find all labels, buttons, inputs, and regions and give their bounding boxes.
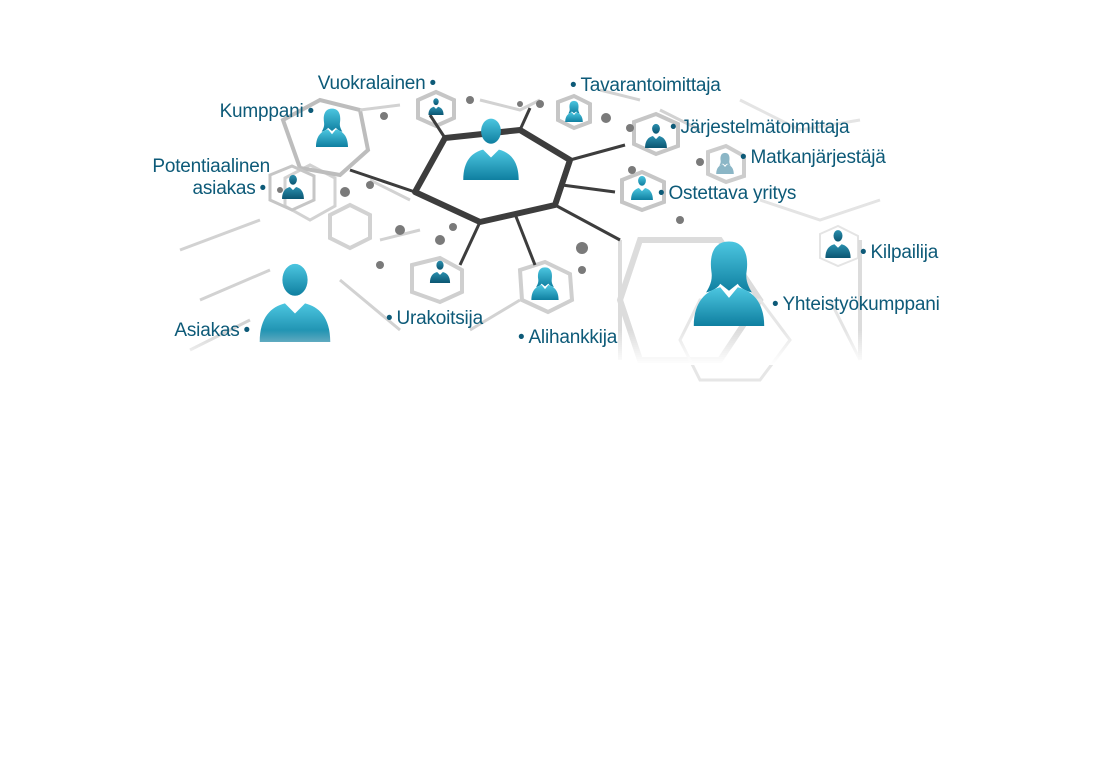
central-hub — [349, 107, 626, 266]
label-text: Ostettava yritys — [668, 183, 797, 204]
alihankkija-woman-icon — [531, 267, 559, 300]
vuokralainen-man-icon — [428, 98, 444, 115]
network-dots — [277, 96, 704, 274]
kumppani-woman-icon — [316, 108, 348, 147]
label-potentiaalinen-asiakas: Potentiaalinen asiakas — [120, 156, 270, 200]
bullet-icon — [772, 294, 778, 316]
label-text: Kumppani — [219, 101, 304, 122]
bullet-icon — [570, 75, 576, 97]
label-vuokralainen: Vuokralainen — [280, 73, 440, 95]
bullet-icon — [658, 183, 664, 205]
bullet-icon — [518, 327, 524, 349]
jarjestelmatoimittaja-man-icon — [645, 123, 667, 148]
label-text: Yhteistyökumppani — [782, 294, 940, 315]
bullet-icon — [244, 320, 250, 342]
bullet-icon — [260, 178, 266, 200]
label-urakoitsija: Urakoitsija — [382, 308, 483, 330]
matkanjarjestaja-woman-icon — [716, 152, 734, 174]
label-text: Urakoitsija — [396, 308, 483, 329]
label-jarjestelmatoimittaja: Järjestelmätoimittaja — [666, 117, 849, 139]
label-ostettava-yritys: Ostettava yritys — [654, 183, 796, 205]
label-text: Tavarantoimittaja — [580, 75, 721, 96]
label-text: Vuokralainen — [317, 73, 426, 94]
label-alihankkija: Alihankkija — [514, 327, 617, 349]
label-matkanjarjestaja: Matkanjärjestäjä — [736, 147, 886, 169]
center-person-icon — [463, 118, 519, 180]
bullet-icon — [860, 242, 866, 264]
label-text-line2: asiakas — [192, 178, 256, 199]
bullet-icon — [670, 117, 676, 139]
label-yhteistyokumppani: Yhteistyökumppani — [768, 294, 940, 316]
bullet-icon — [740, 147, 746, 169]
label-text-line1: Potentiaalinen — [152, 156, 270, 177]
ostettava-man-icon — [631, 175, 653, 200]
label-kumppani: Kumppani — [170, 101, 318, 123]
label-text: Asiakas — [174, 320, 240, 341]
label-tavarantoimittaja: Tavarantoimittaja — [566, 75, 721, 97]
bullet-icon — [308, 101, 314, 123]
label-asiakas: Asiakas — [120, 320, 254, 342]
label-text: Kilpailija — [870, 242, 939, 263]
background-network — [179, 88, 881, 382]
label-text: Matkanjärjestäjä — [750, 147, 886, 168]
label-text: Alihankkija — [528, 327, 618, 348]
tavarantoimittaja-woman-icon — [565, 100, 583, 122]
yhteistyokumppani-woman-icon — [693, 241, 765, 326]
kilpailija-man-icon — [825, 230, 851, 258]
label-text: Järjestelmätoimittaja — [680, 117, 850, 138]
bullet-icon — [430, 73, 436, 95]
label-kilpailija: Kilpailija — [856, 242, 938, 264]
bullet-icon — [386, 308, 392, 330]
